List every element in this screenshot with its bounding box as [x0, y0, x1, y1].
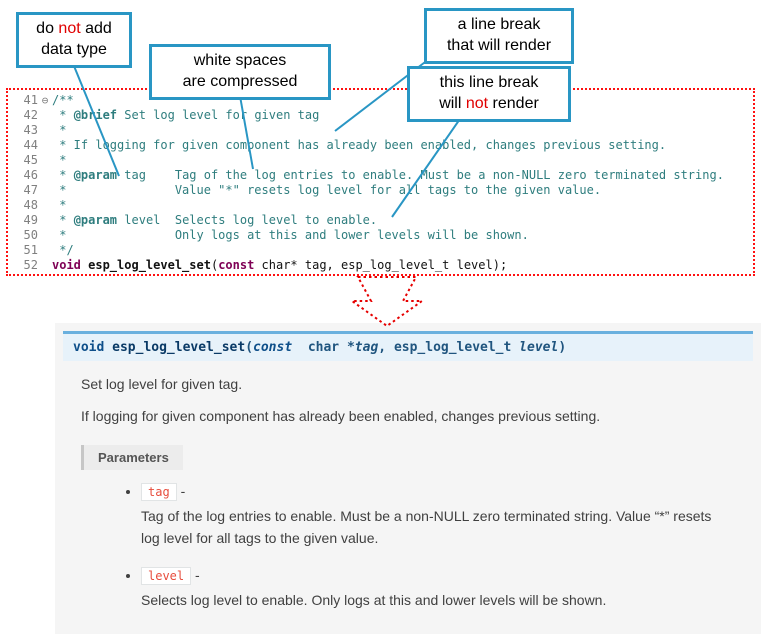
code-text: * Value "*" resets log level for all tag…: [52, 183, 602, 197]
code-line: 46 * @param tag Tag of the log entries t…: [8, 168, 753, 183]
code-text: *: [52, 198, 67, 212]
param-head: tag -: [141, 483, 733, 501]
code-editor-snippet: 41⊖/** 42 * @brief Set log level for giv…: [6, 88, 755, 276]
code-line: 52 void esp_log_level_set(const char* tag…: [8, 258, 753, 273]
code-text: Set log level for given tag: [117, 108, 320, 122]
param-name: tag: [354, 340, 379, 355]
callout-whitespace-compressed: white spaces are compressed: [149, 44, 331, 100]
code-text: *: [52, 168, 74, 182]
callout-text: will: [439, 94, 466, 112]
code-line: 43 *: [8, 123, 753, 138]
function-name: esp_log_level_set: [104, 340, 246, 355]
code-line: 50 * Only logs at this and lower levels …: [8, 228, 753, 243]
callout-text: render: [488, 94, 539, 112]
brief-description: Set log level for given tag.: [81, 376, 243, 392]
callout-break-renders: a line break that will render: [424, 8, 574, 64]
param-type: esp_log_level_t: [393, 340, 520, 355]
callout-break-not-render: this line break will not render: [407, 66, 571, 122]
code-text: * If logging for given component has alr…: [52, 138, 667, 152]
code-line: 49 * @param level Selects log level to e…: [8, 213, 753, 228]
doxygen-tag: @param: [73, 168, 118, 182]
code-text: tag Tag of the log entries to enable. Mu…: [117, 168, 724, 182]
param-name-chip: tag: [141, 483, 177, 501]
line-number: 45: [23, 153, 38, 167]
code-text: *: [52, 213, 74, 227]
callout-text: do: [36, 20, 59, 37]
keyword: const: [218, 258, 255, 272]
code-text: (: [210, 258, 219, 272]
parameters-label: Parameters: [81, 445, 183, 470]
callout-line: a line break: [457, 16, 541, 33]
code-line: 45 *: [8, 153, 753, 168]
param-name-chip: level: [141, 567, 192, 586]
code-line: 42 * @brief Set log level for given tag: [8, 108, 753, 123]
code-text: *: [52, 123, 67, 137]
code-line: 48 *: [8, 198, 753, 213]
param-head: level -: [141, 567, 733, 586]
code-line: 44 * If logging for given component has …: [8, 138, 753, 153]
red-dotted-arrow: [348, 276, 426, 328]
keyword: void: [52, 258, 81, 272]
line-number: 49: [23, 213, 38, 227]
code-text: /**: [52, 93, 74, 107]
dash-separator: -: [191, 567, 200, 584]
code-text: level Selects log level to enable.: [117, 213, 378, 227]
return-type: void: [73, 340, 105, 355]
code-line: 47 * Value "*" resets log level for all …: [8, 183, 753, 198]
callout-text-red: not: [465, 94, 489, 112]
param-type: char *: [292, 340, 355, 355]
param-item-tag: tag - Tag of the log entries to enable. …: [141, 483, 761, 549]
fold-icon: ⊖: [41, 94, 49, 107]
callout-line: are compressed: [182, 72, 298, 90]
function-name: esp_log_level_set: [80, 258, 211, 272]
callout-text: add: [80, 20, 112, 37]
const-keyword: const: [253, 340, 293, 355]
sig-punct: (: [245, 340, 254, 355]
line-number: 46: [23, 168, 38, 182]
code-line: 41⊖/**: [8, 93, 753, 108]
code-line: 51 */: [8, 243, 753, 258]
line-number: 52: [23, 258, 38, 272]
line-number: 41: [23, 93, 38, 107]
sig-punct: ,: [378, 340, 394, 355]
param-item-level: level - Selects log level to enable. Onl…: [141, 567, 761, 612]
callout-line: that will render: [446, 36, 552, 54]
line-number: 48: [23, 198, 38, 212]
rendered-docs-panel: void esp_log_level_set(const char *tag, …: [55, 323, 761, 634]
line-number: 51: [23, 243, 38, 257]
line-number: 43: [23, 123, 38, 137]
doxygen-tag: @param: [73, 213, 118, 227]
line-number: 44: [23, 138, 38, 152]
callout-line: data type: [41, 40, 107, 58]
line-number: 42: [23, 108, 38, 122]
doxygen-tag: @brief: [73, 108, 118, 122]
parameter-list: tag - Tag of the log entries to enable. …: [55, 483, 761, 612]
function-signature: void esp_log_level_set(const char *tag, …: [63, 331, 753, 361]
code-text: */: [52, 243, 74, 257]
callout-text-red: not: [58, 20, 81, 37]
code-text: *: [52, 108, 74, 122]
line-number: 50: [23, 228, 38, 242]
line-number: 47: [23, 183, 38, 197]
callout-line: do not add: [25, 19, 123, 40]
detailed-description: If logging for given component has alrea…: [81, 408, 601, 424]
param-description: Tag of the log entries to enable. Must b…: [141, 508, 712, 546]
dash-separator: -: [176, 483, 186, 499]
param-name: level: [519, 340, 559, 355]
callout-no-datatype: do not add data type: [16, 12, 132, 68]
callout-line: will not render: [416, 94, 562, 115]
param-description: Selects log level to enable. Only logs a…: [141, 592, 607, 609]
code-text: char* tag, esp_log_level_t level);: [254, 258, 508, 272]
sig-punct: ): [558, 340, 567, 355]
callout-line: white spaces: [193, 52, 287, 69]
callout-line: this line break: [439, 74, 539, 91]
code-text: * Only logs at this and lower levels wil…: [52, 228, 529, 242]
code-text: *: [52, 153, 67, 167]
